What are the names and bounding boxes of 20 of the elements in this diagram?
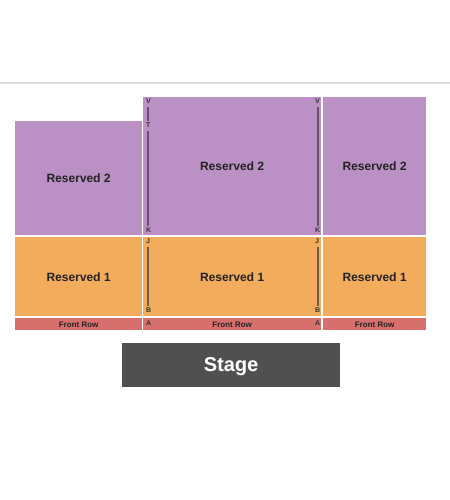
section-label: Stage (204, 354, 258, 376)
stage (122, 343, 340, 387)
section-label: Reserved 1 (342, 270, 407, 284)
seating-section (15, 318, 142, 330)
seating-section (15, 121, 142, 235)
section-label: Reserved 2 (342, 159, 407, 173)
seating-section (143, 97, 321, 235)
seating-section (15, 237, 142, 316)
section-label: Reserved 2 (46, 171, 111, 185)
section-label: Front Row (354, 320, 394, 328)
seating-section (143, 237, 321, 316)
section-label: Front Row (212, 320, 252, 328)
section-label: Front Row (58, 320, 98, 328)
section-label: Reserved 1 (200, 270, 264, 284)
seating-section (323, 97, 426, 235)
seating-section (323, 237, 426, 316)
seating-section (323, 318, 426, 330)
section-label: Reserved 1 (46, 270, 111, 284)
seating-section (143, 318, 321, 330)
section-label: Reserved 2 (200, 159, 264, 173)
